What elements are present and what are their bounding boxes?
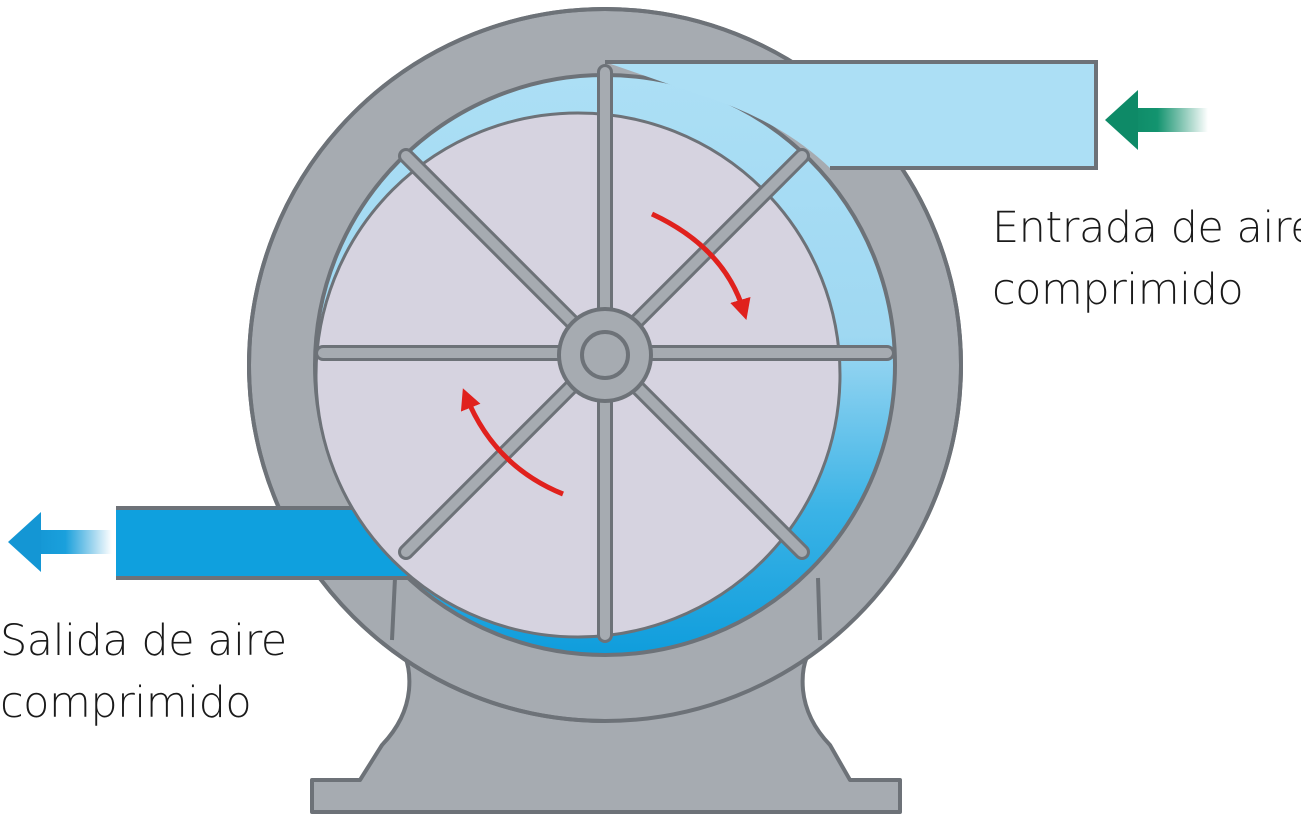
inlet-label-line2: comprimido [992, 265, 1244, 315]
rotation-arrow-top-icon [650, 211, 751, 321]
outlet-flow-arrow-icon [8, 512, 112, 572]
outlet-label-line1: Salida de aire [0, 616, 287, 666]
inlet-pipe [605, 60, 1098, 170]
outlet-pipe [116, 506, 412, 580]
rotor-hub [557, 307, 653, 403]
inlet-label-line1: Entrada de aire [992, 203, 1301, 253]
outlet-label-line2: comprimido [0, 678, 252, 728]
inlet-flow-arrow-icon [1105, 90, 1208, 150]
outlet-label: Salida de aire comprimido [0, 610, 287, 734]
rotation-arrow-bottom-icon [460, 388, 564, 497]
inlet-label: Entrada de aire comprimido [992, 197, 1301, 321]
